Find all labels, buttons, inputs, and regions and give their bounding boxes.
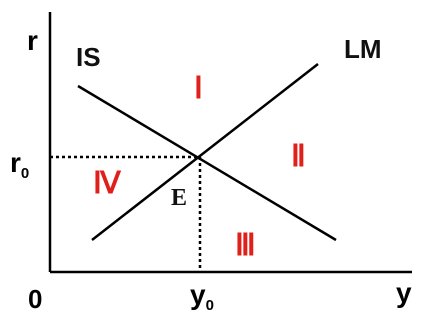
region-label-iii: Ⅲ [235,229,256,262]
y0-label: y0 [190,279,214,314]
lm-curve [91,63,319,241]
r0-subscript: 0 [21,165,29,182]
origin-label: 0 [28,284,42,314]
region-label-iv: Ⅳ [93,167,122,200]
is-curve [77,84,337,242]
x-axis-label: y [396,277,412,308]
y0-main: y [190,279,206,310]
region-label-ii: Ⅱ [291,140,306,173]
region-label-i: Ⅰ [194,72,203,105]
r0-label: r0 [10,147,29,182]
y0-subscript: 0 [206,297,214,314]
r0-main: r [10,147,21,178]
equilibrium-label: E [171,185,187,211]
is-curve-label: IS [76,42,101,72]
lm-curve-label: LM [344,34,382,64]
y-axis-label: r [27,25,38,56]
